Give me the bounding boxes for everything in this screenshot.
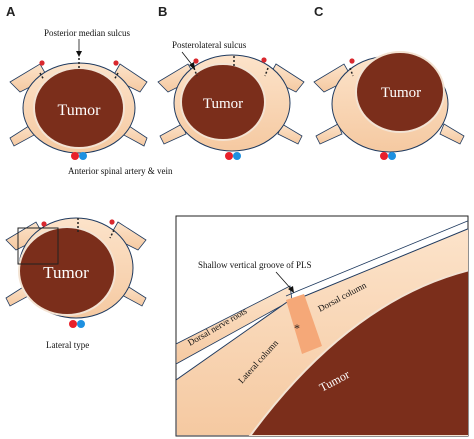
anterior-spinal-vein-a — [79, 152, 87, 160]
tumor-zoom — [248, 269, 468, 436]
pl-sulcus-right-b — [264, 67, 269, 77]
pl-sulcus-right-d — [109, 229, 115, 239]
cord-wing-left-low-b — [159, 123, 187, 145]
anterior-spinal-vessels-label: Anterior spinal artery & vein — [68, 166, 173, 176]
tumor-label-c: Tumor — [381, 85, 421, 101]
tumor-b — [180, 63, 266, 141]
dorsal-root-dot-left-c — [349, 58, 355, 64]
panel-letter-a: A — [6, 4, 16, 19]
shallow-groove-label: Shallow vertical groove of PLS — [198, 260, 311, 270]
pls-groove-patch — [286, 294, 322, 354]
panel-a: Tumor Posterior median sulcus Anterior s… — [9, 28, 173, 176]
pia-surface-line — [285, 220, 468, 297]
anterior-spinal-artery-a — [71, 152, 79, 160]
anterior-spinal-vein-b — [233, 152, 241, 160]
anterior-spinal-vein-c — [388, 152, 396, 160]
posterolateral-sulcus-arrowhead — [189, 62, 195, 70]
tumor-label-a: Tumor — [58, 102, 102, 119]
asterisk-marker: * — [294, 321, 300, 335]
tumor-c — [355, 51, 445, 133]
posterior-median-sulcus-label: Posterior median sulcus — [44, 28, 130, 38]
dorsal-root-dot-left-b — [193, 58, 199, 64]
dorsal-root-dot-left-d — [41, 221, 47, 227]
dorsal-root-dot-right-b — [261, 57, 267, 63]
shallow-groove-arrow — [275, 271, 293, 291]
tumor-label-d: Tumor — [43, 263, 89, 282]
tumor-d — [18, 226, 116, 316]
anterior-spinal-artery-b — [225, 152, 233, 160]
shallow-groove-arrowhead — [288, 286, 294, 293]
anterior-spinal-vein-d — [77, 320, 85, 328]
cord-wing-left-low-c — [315, 123, 343, 145]
panel-lateral-type: Tumor Lateral type — [5, 217, 147, 350]
pl-sulcus-left-a — [39, 72, 45, 81]
posterior-median-sulcus-arrowhead — [76, 51, 82, 57]
posterolateral-sulcus-arrow — [181, 51, 194, 67]
zoom-inset: Shallow vertical groove of PLS Dorsal ne… — [175, 215, 469, 437]
dorsal-root-dot-right-a — [113, 60, 119, 66]
panel-b: Tumor Posterolateral sulcus — [157, 40, 305, 160]
pl-sulcus-left-c — [349, 67, 354, 77]
tumor-label-b: Tumor — [203, 96, 243, 112]
panel-letter-c: C — [314, 4, 324, 19]
zoom-region-box — [17, 227, 59, 265]
posterolateral-sulcus-label: Posterolateral sulcus — [172, 40, 247, 50]
dorsal-root-dot-left-a — [39, 60, 45, 66]
dorsal-root-dot-right-d — [109, 219, 115, 225]
pl-sulcus-right-a — [113, 72, 119, 81]
panel-c: Tumor — [313, 51, 465, 160]
anterior-spinal-artery-c — [380, 152, 388, 160]
panel-letter-b: B — [158, 4, 167, 19]
lateral-type-label: Lateral type — [46, 340, 89, 350]
anterior-spinal-artery-d — [69, 320, 77, 328]
cord-wing-right-low-b — [277, 123, 303, 145]
cord-wing-right-low-c — [439, 123, 465, 145]
